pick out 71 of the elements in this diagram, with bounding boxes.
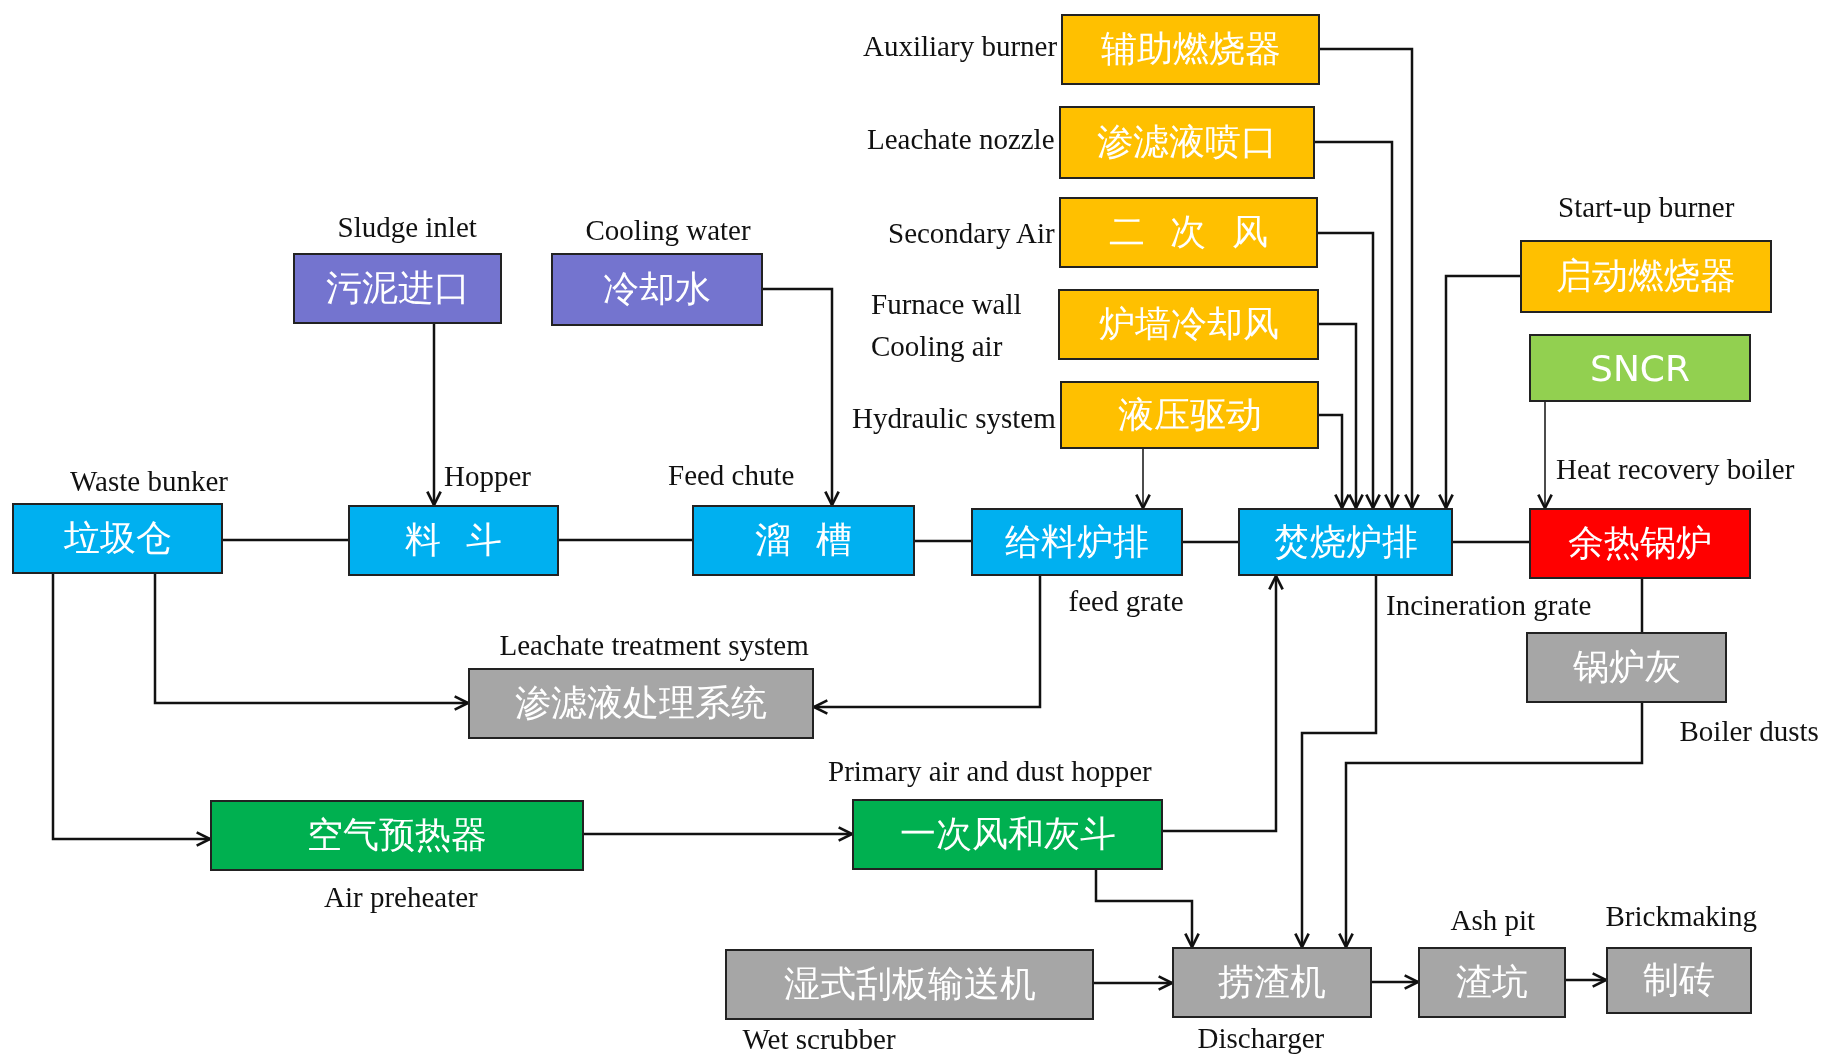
process-box: 锅炉灰 <box>1526 632 1727 703</box>
caption-label: Hydraulic system <box>852 401 1056 435</box>
caption-label: Air preheater <box>324 880 478 914</box>
caption-label: Auxiliary burner <box>863 29 1058 63</box>
connector-line <box>1640 579 1644 632</box>
caption-label: Wet scrubber <box>742 1022 896 1056</box>
caption-label: Ash pit <box>1450 903 1536 937</box>
caption-label: feed grate <box>1068 584 1184 618</box>
caption-label: Secondary Air <box>888 216 1055 250</box>
process-box: 渣坑 <box>1418 947 1566 1018</box>
process-box: 污泥进口 <box>293 253 502 324</box>
process-box: 给料炉排 <box>971 508 1183 576</box>
caption-label: Start-up burner <box>1558 190 1735 224</box>
arrow <box>1094 870 1200 949</box>
arrow <box>1566 972 1608 988</box>
connector-line <box>1453 540 1529 544</box>
caption-label: Furnace wall Cooling air <box>871 287 1023 364</box>
arrow <box>426 324 442 507</box>
process-box: SNCR <box>1529 334 1751 402</box>
arrow <box>1294 576 1378 949</box>
caption-label: Boiler dusts <box>1679 714 1819 748</box>
process-box: 捞渣机 <box>1172 947 1372 1018</box>
caption-label: Primary air and dust hopper <box>828 754 1152 788</box>
caption-label: Brickmaking <box>1605 899 1757 933</box>
caption-label: Cooling water <box>585 213 751 247</box>
caption-label: Hopper <box>444 459 531 493</box>
caption-label: Leachate treatment system <box>499 628 809 662</box>
arrow <box>1319 322 1364 510</box>
process-box: 二 次 风 <box>1059 197 1318 268</box>
connector-line <box>223 538 348 542</box>
arrow <box>1315 140 1400 510</box>
arrow <box>1537 401 1553 510</box>
arrow <box>1135 448 1151 510</box>
process-box: 渗滤液处理系统 <box>468 668 814 739</box>
process-box: 料 斗 <box>348 505 559 576</box>
arrow <box>1163 574 1284 833</box>
process-box: 余热锅炉 <box>1529 508 1751 579</box>
arrow <box>1319 413 1350 510</box>
process-box: 焚烧炉排 <box>1238 508 1453 576</box>
process-box: 空气预热器 <box>210 800 584 871</box>
process-box: 液压驱动 <box>1060 381 1319 449</box>
process-box: 启动燃烧器 <box>1520 240 1772 313</box>
arrow <box>1318 231 1381 510</box>
connector-line <box>915 539 971 543</box>
process-box: 渗滤液喷口 <box>1059 106 1315 179</box>
arrow <box>1094 975 1174 991</box>
caption-label: Sludge inlet <box>337 210 477 244</box>
arrow <box>1438 274 1520 510</box>
arrow <box>584 826 854 842</box>
caption-label: Leachate nozzle <box>867 122 1055 156</box>
connector-line <box>1183 540 1238 544</box>
process-box: 垃圾仓 <box>12 503 223 574</box>
connector-line <box>559 538 692 542</box>
arrow <box>1320 47 1420 510</box>
arrow <box>1338 703 1644 949</box>
process-box: 炉墙冷却风 <box>1058 289 1319 360</box>
process-box: 冷却水 <box>551 253 763 326</box>
process-box: 湿式刮板输送机 <box>725 949 1094 1020</box>
caption-label: Heat recovery boiler <box>1556 452 1795 486</box>
arrow <box>153 574 470 711</box>
process-box: 溜 槽 <box>692 505 915 576</box>
caption-label: Discharger <box>1197 1021 1325 1055</box>
arrow <box>51 574 212 847</box>
caption-label: Waste bunker <box>70 464 228 498</box>
process-box: 一次风和灰斗 <box>852 799 1163 870</box>
arrow <box>1372 974 1420 990</box>
process-box: 制砖 <box>1606 947 1752 1014</box>
caption-label: Feed chute <box>668 458 795 492</box>
process-box: 辅助燃烧器 <box>1061 14 1320 85</box>
arrow <box>763 287 840 507</box>
caption-label: Incineration grate <box>1386 588 1592 622</box>
